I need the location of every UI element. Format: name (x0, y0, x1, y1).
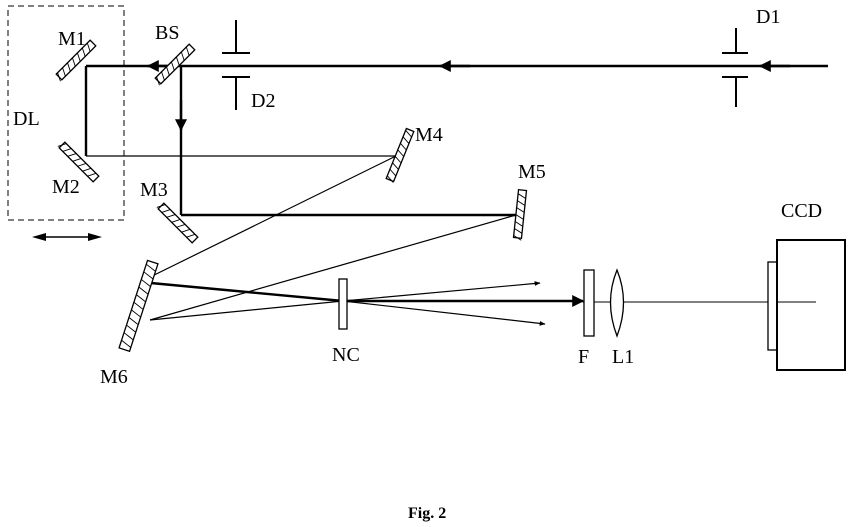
beam-splitter-bs (154, 43, 196, 86)
label-l1: L1 (612, 346, 634, 368)
delay-line-translation-arrow (32, 233, 102, 241)
m6-to-nc-beam-lower (149, 300, 344, 321)
label-m1: M1 (58, 28, 86, 50)
mirror-m2 (57, 141, 100, 183)
label-m6: M6 (100, 366, 128, 388)
filter-f (583, 269, 595, 337)
mirror-m4 (385, 127, 415, 183)
label-bs: BS (155, 22, 179, 44)
label-m5: M5 (518, 161, 546, 183)
lens-l1 (609, 268, 625, 338)
nc-output-upper (342, 281, 541, 302)
nonlinear-crystal-nc (338, 278, 348, 330)
mirror-m3 (156, 202, 199, 244)
aperture-d2 (222, 20, 250, 110)
label-dl: DL (13, 108, 40, 130)
aperture-d1 (722, 28, 748, 107)
label-d1: D1 (756, 6, 780, 28)
ccd-camera (767, 239, 846, 371)
label-m3: M3 (140, 179, 168, 201)
label-nc: NC (332, 344, 360, 366)
delay-line-box (7, 5, 125, 221)
m4-to-m6-beam (139, 155, 397, 283)
label-m2: M2 (52, 176, 80, 198)
mirror-m5 (512, 188, 528, 241)
label-d2: D2 (251, 90, 275, 112)
figure-caption: Fig. 2 (408, 505, 446, 522)
label-ccd: CCD (781, 200, 822, 222)
m5-to-m6-beam (149, 214, 517, 321)
m6-to-nc-beam-upper (139, 280, 344, 303)
label-m4: M4 (415, 124, 443, 146)
mirror-m6 (118, 259, 159, 353)
mirror-m1 (55, 39, 97, 82)
nc-output-lower (342, 300, 546, 326)
label-f: F (578, 346, 589, 368)
